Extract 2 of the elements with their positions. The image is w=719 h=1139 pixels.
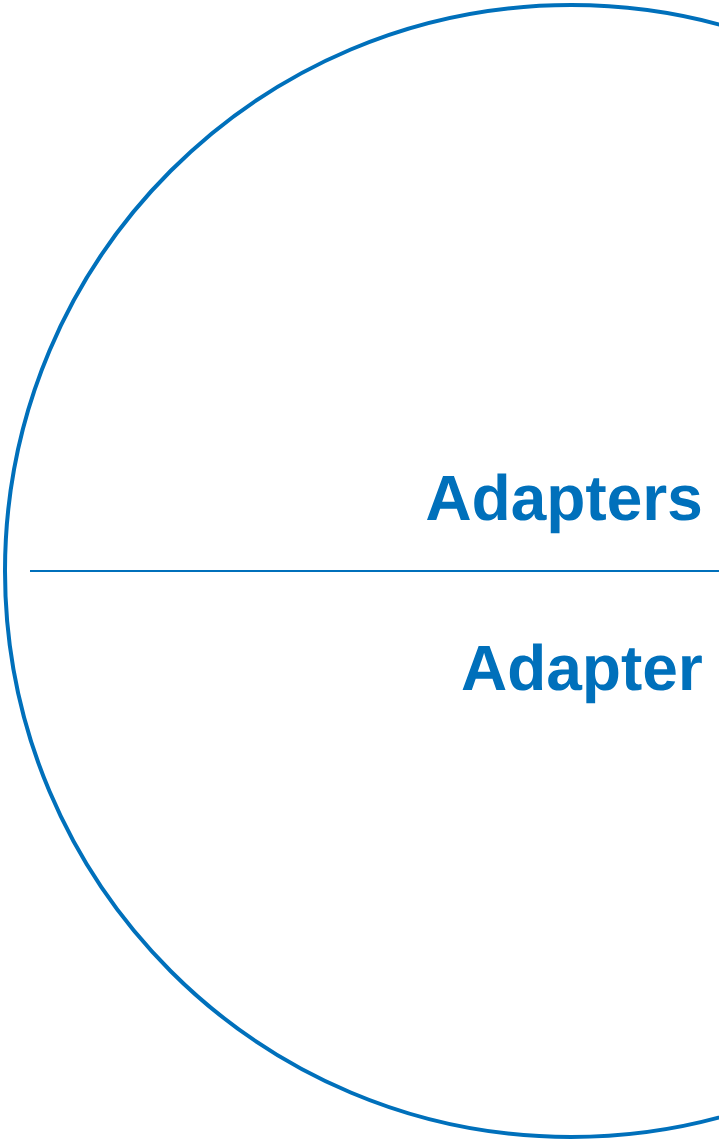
section-title: Adapter — [462, 643, 702, 704]
section-title: Adapters — [427, 473, 701, 534]
